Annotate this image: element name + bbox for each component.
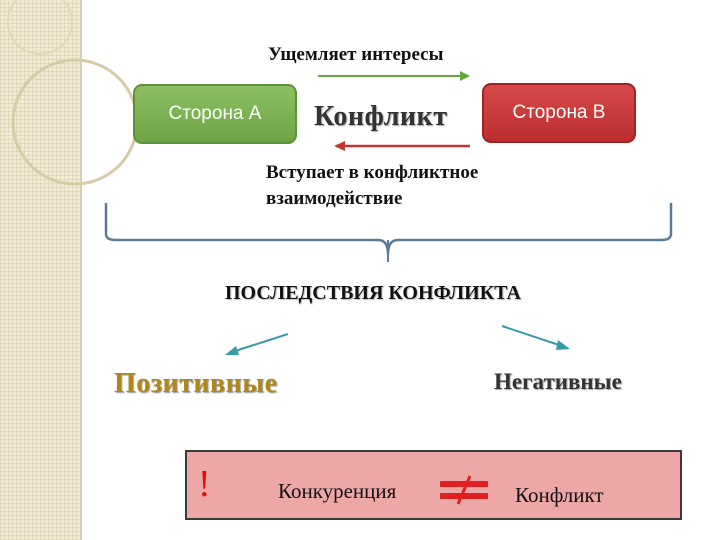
side-b-label: Сторона В <box>512 102 606 123</box>
conflict-bottom-label: Конфликт <box>515 483 604 507</box>
consequences-heading: ПОСЛЕДСТВИЯ КОНФЛИКТА <box>225 282 521 304</box>
strip-edge <box>80 0 82 540</box>
decorative-strip <box>0 0 80 540</box>
arrow-negative <box>501 325 570 350</box>
side-a-label: Сторона А <box>168 103 262 124</box>
side-b-box: Сторона В <box>482 83 636 143</box>
conflict-title: Конфликт <box>314 101 448 132</box>
arrow-positive <box>225 333 289 355</box>
arrow-right-green <box>318 71 470 81</box>
negative-label: Негативные <box>494 369 622 394</box>
comparison-box <box>185 450 682 520</box>
positive-label: Позитивные <box>114 368 278 399</box>
deco-circle-small <box>7 0 73 55</box>
enters-label: Вступает в конфликтное взаимодействие <box>266 162 479 209</box>
arrow-left-red <box>334 141 470 151</box>
exclamation-mark: ! <box>198 463 211 505</box>
infringes-label: Ущемляет интересы <box>268 44 444 65</box>
competition-label: Конкуренция <box>278 479 397 503</box>
side-a-box: Сторона А <box>133 84 297 144</box>
